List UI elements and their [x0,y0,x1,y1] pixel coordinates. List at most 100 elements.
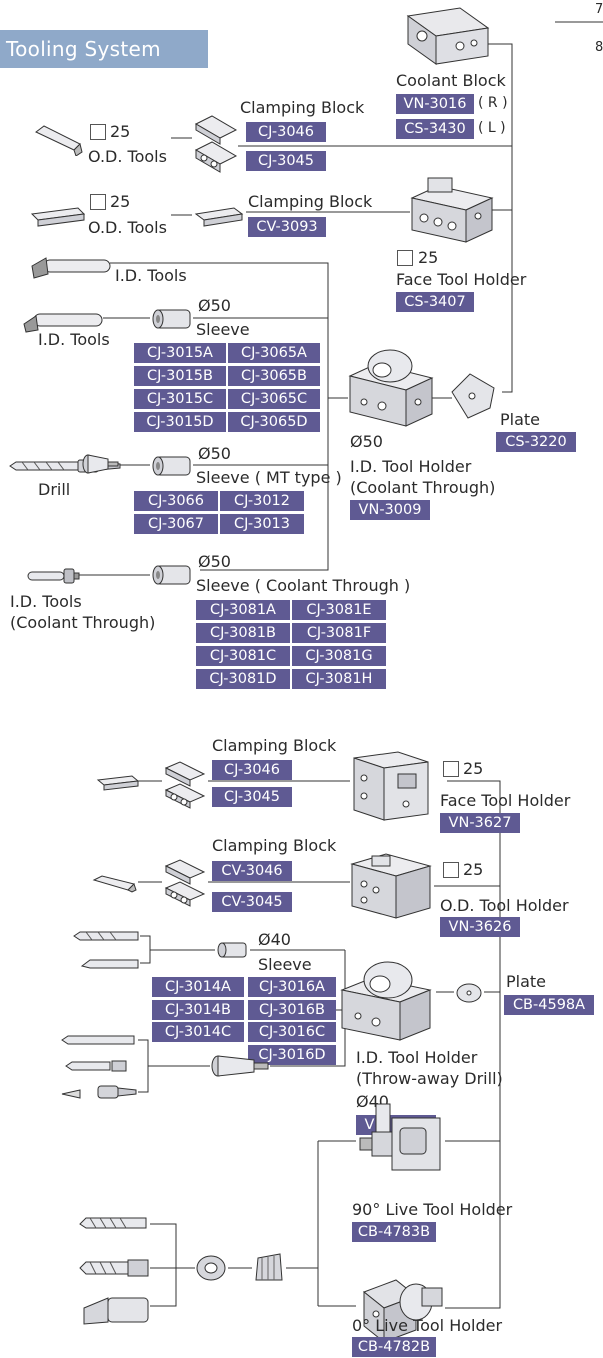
clamping-block-b-label: Clamping Block [248,192,373,211]
id-tools-ct-label1: I.D. Tools [10,592,82,611]
code-vn-3009: VN-3009 [350,500,430,520]
s2-od-label: O.D. Tool Holder [440,896,569,915]
throw-away-drills-icon [61,1035,137,1099]
plate-label: Plate [500,410,541,429]
code-cv-3045: CV-3045 [212,892,292,912]
s2-face-size: 25 [463,759,484,778]
code-cs-3407: CS-3407 [396,292,474,312]
code-cj-3045: CJ-3045 [246,151,326,171]
square-size-icon [443,862,459,878]
id-tools-2-label: I.D. Tools [38,330,110,349]
sleeve-label: Sleeve [196,320,250,339]
code-cj-3065c: CJ-3065C [228,389,320,409]
live90-label: 90° Live Tool Holder [352,1200,513,1219]
boring-bar-icon [80,959,139,969]
coolant-block-icon [406,7,490,65]
od-tool-icon [96,775,140,791]
adapter-icon [82,454,119,474]
face-tool-holder-icon [410,177,494,243]
live-tool-90-icon [359,1103,441,1171]
code-vn-3626: VN-3626 [440,917,520,937]
clamping-block-a-label: Clamping Block [240,98,365,117]
s2-plate-label: Plate [506,972,547,991]
code-cs-3430: CS-3430 [396,119,474,139]
boring-bar-icon [31,257,111,279]
s2-sleeve-dia: Ø40 [258,930,291,949]
clamping-block-icon [164,761,206,809]
code-cj-3045-b: CJ-3045 [212,787,292,807]
code-cj-3015c: CJ-3015C [134,389,226,409]
clamping-block-icon [164,859,206,907]
od-tool-icon [35,125,83,156]
s2-id-holder-label2: (Throw-away Drill) [356,1069,503,1088]
code-cj-3065b: CJ-3065B [228,366,320,386]
face-holder-label: Face Tool Holder [396,270,527,289]
code-cs-3220: CS-3220 [496,432,576,452]
s2-face-label: Face Tool Holder [440,791,571,810]
id-holder-label1: I.D. Tool Holder [350,457,472,476]
od-tool-holder-icon [350,853,432,919]
code-cj-3081a: CJ-3081A [196,600,290,620]
od-tools-a-size: 25 [110,122,131,141]
sleeve-ct-dia: Ø50 [198,552,231,571]
code-cj-3016c: CJ-3016C [248,1022,336,1042]
drill-label: Drill [38,480,71,499]
sleeve-dia: Ø50 [198,296,231,315]
code-cj-3016b: CJ-3016B [248,1000,336,1020]
end-mills-icon [79,1217,149,1325]
square-size-icon [90,124,106,140]
code-cj-3066: CJ-3066 [134,491,218,511]
id-tools-1-label: I.D. Tools [115,266,187,285]
code-cj-3014b: CJ-3014B [152,1000,244,1020]
code-cj-3081f: CJ-3081F [292,623,386,643]
s2-clamping-a-label: Clamping Block [212,736,337,755]
code-cj-3067: CJ-3067 [134,514,218,534]
sleeve-icon [152,309,191,329]
clamping-block-icon [194,115,238,173]
id-holder-label2: (Coolant Through) [350,478,496,497]
code-vn-3627: VN-3627 [440,813,520,833]
corner-number-b: 8 [595,40,603,55]
id-tool-holder-icon [348,349,434,427]
s2-id-holder-label1: I.D. Tool Holder [356,1048,478,1067]
coolant-block-label: Coolant Block [396,71,506,90]
live-tool-0-icon [363,1279,443,1344]
s2-od-size: 25 [463,860,484,879]
coolant-bar-icon [27,568,80,584]
code-cj-3016a: CJ-3016A [248,977,336,997]
position-left: ( L ) [478,120,506,136]
clamping-block-icon [194,207,244,227]
sleeve-mt-label: Sleeve ( MT type ) [196,468,342,487]
id-tools-ct-label2: (Coolant Through) [10,613,156,632]
od-tool-icon [92,875,137,893]
code-cv-3093: CV-3093 [248,217,326,237]
code-cj-3081h: CJ-3081H [292,669,386,689]
code-cb-4782b: CB-4782B [352,1337,436,1357]
code-cj-3081c: CJ-3081C [196,646,290,666]
drill-icon [73,931,139,941]
collet-nut-icon [196,1255,226,1281]
code-cj-3014a: CJ-3014A [152,977,244,997]
s2-sleeve-label: Sleeve [258,955,312,974]
code-cj-3046-b: CJ-3046 [212,760,292,780]
code-cj-3081g: CJ-3081G [292,646,386,666]
code-cj-3016d: CJ-3016D [248,1045,336,1065]
code-cj-3015b: CJ-3015B [134,366,226,386]
id-tool-holder-icon [340,961,432,1041]
od-tool-icon [30,207,86,227]
s2-clamping-b-label: Clamping Block [212,836,337,855]
face-tool-holder-icon [353,751,429,821]
corner-number-a: 7 [595,2,603,17]
code-vn-3016: VN-3016 [396,94,474,114]
plate-icon [451,373,495,419]
code-cj-3015d: CJ-3015D [134,412,226,432]
code-cj-3014c: CJ-3014C [152,1022,244,1042]
sleeve-icon [152,565,191,585]
code-cj-3015a: CJ-3015A [134,343,226,363]
code-cj-3013: CJ-3013 [220,514,304,534]
boring-bar-icon [23,313,103,333]
sleeve-ct-label: Sleeve ( Coolant Through ) [196,576,411,595]
code-cj-3081e: CJ-3081E [292,600,386,620]
sleeve-icon [152,456,191,476]
